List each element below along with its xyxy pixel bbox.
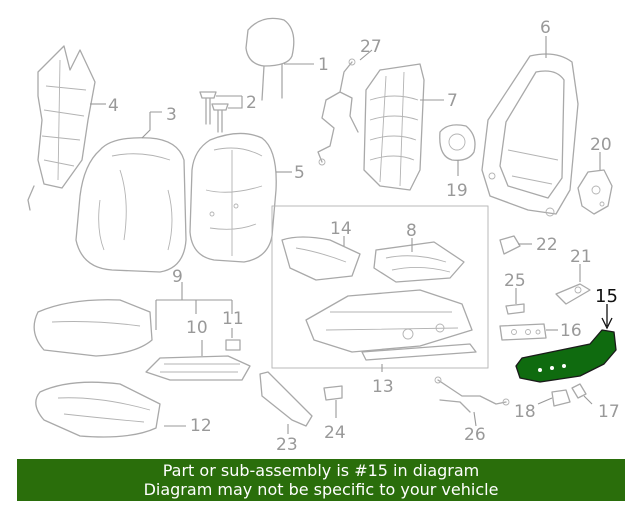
callout-14: 14 [330,219,352,239]
part-12-cushion-pad [35,381,161,438]
callout-5: 5 [294,163,305,183]
seat-parts-diagram: 1 2 3 4 5 6 7 8 9 10 11 12 13 14 15 16 1… [27,17,620,455]
part-16-switch [499,323,547,341]
callout-22: 22 [536,235,558,255]
part-23-side-cover [259,371,313,427]
part-5-seatback-pad [189,132,277,263]
part-10-cushion-heater [145,355,251,381]
callout-6: 6 [540,18,551,38]
callout-13: 13 [372,377,394,397]
part-21-lever [555,283,591,305]
callout-25: 25 [504,271,526,291]
callout-27: 27 [360,37,382,57]
callout-4: 4 [108,96,119,116]
part-22-connector [499,235,521,255]
part-17-cap [571,383,587,399]
callout-18: 18 [514,402,536,422]
part-9-cushion-cover [33,299,153,357]
callout-2: 2 [246,93,257,113]
info-banner: Part or sub-assembly is #15 in diagram D… [17,459,625,501]
callout-23: 23 [276,435,298,455]
part-11-clip [225,339,241,351]
callout-17: 17 [598,402,620,422]
callout-11: 11 [222,309,244,329]
part-1-headrest [245,17,295,101]
callout-7: 7 [447,91,458,111]
part-15-seat-shield [515,329,617,383]
part-27-harness [317,58,359,166]
part-7-back-spring [363,63,425,191]
leader-lines [90,36,601,434]
callout-19: 19 [446,181,468,201]
callout-16: 16 [560,321,582,341]
part-6-seatback-frame [481,53,579,217]
callout-8: 8 [406,221,417,241]
leader-15-arrow [601,317,613,330]
callout-12: 12 [190,416,212,436]
banner-line-1: Part or sub-assembly is #15 in diagram [162,461,480,480]
part-14-cushion-pad [281,236,361,281]
part-3-seatback-cover [75,137,187,273]
callout-15: 15 [595,286,618,307]
part-24-clip [323,385,343,401]
part-26-harness [434,376,510,413]
banner-line-2: Diagram may not be specific to your vehi… [143,480,499,499]
callout-3: 3 [166,105,177,125]
callout-10: 10 [186,318,208,338]
part-2-headrest-guides [199,91,229,133]
part-18-knob [551,389,571,407]
callout-9: 9 [172,267,183,287]
callout-21: 21 [570,247,592,267]
callout-1: 1 [318,55,329,75]
part-20-bracket [577,169,613,215]
part-25-clip [505,303,525,315]
callout-20: 20 [590,135,612,155]
callout-24: 24 [324,423,346,443]
part-13-cushion-frame [305,289,477,361]
part-4-seat-heater [27,45,96,211]
callout-26: 26 [464,425,486,445]
part-19-knob [439,124,476,161]
part-8-spring-mat [373,241,465,283]
